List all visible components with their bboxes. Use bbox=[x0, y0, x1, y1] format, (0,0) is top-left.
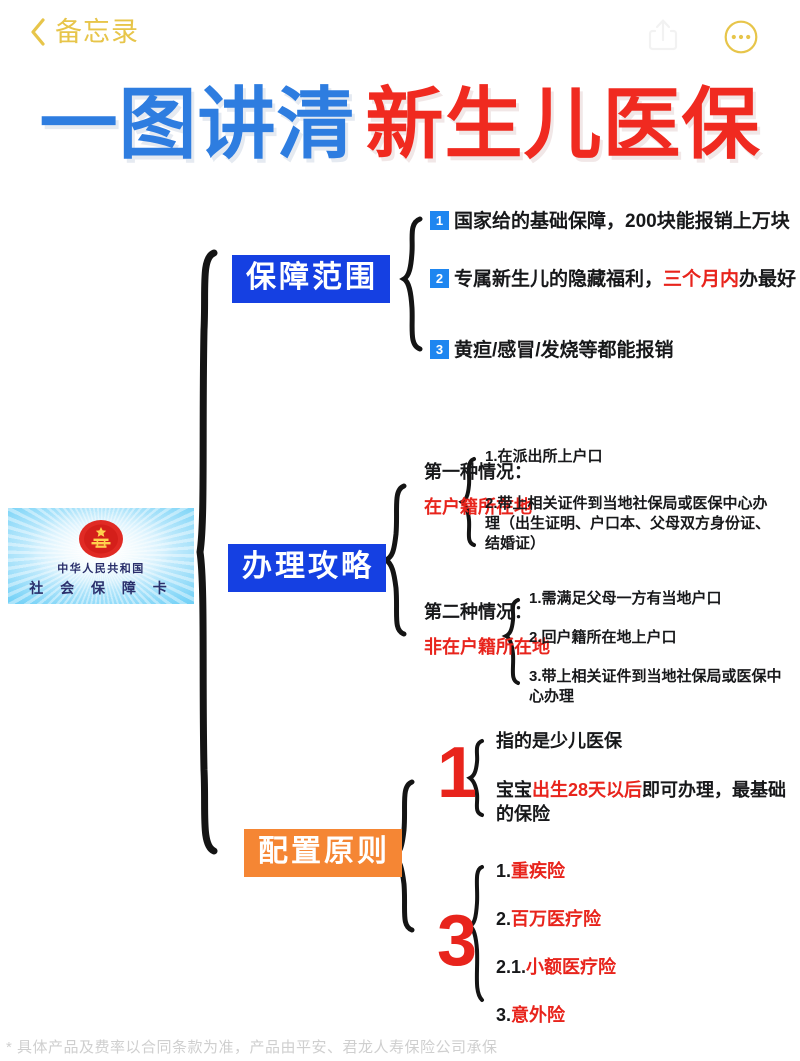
principle-1-item-1: 指的是少儿医保 bbox=[496, 731, 622, 751]
principle-3-item-1-index: 1. bbox=[496, 861, 512, 881]
back-button-label: 备忘录 bbox=[55, 16, 139, 47]
case-2-title: 第二种情况： bbox=[424, 602, 532, 622]
page-title-blue: 一图讲清 bbox=[39, 80, 356, 170]
back-button[interactable]: 备忘录 bbox=[30, 18, 139, 46]
section-chip-howto[interactable]: 办理攻略 bbox=[228, 544, 386, 592]
case-2-step-2: 2.回户籍所在地上户口 bbox=[529, 629, 677, 646]
case-2-subtitle: 非在户籍所在地 bbox=[424, 637, 550, 657]
scope-item-2-highlight: 三个月内 bbox=[663, 269, 740, 290]
badge-3: 3 bbox=[430, 340, 449, 359]
app-header: 备忘录 bbox=[0, 0, 800, 78]
principle-1-item-2: 宝宝出生28天以后即可办理，最基础的保险 bbox=[496, 779, 788, 827]
case-1-step-2: 2.带上相关证件到当地社保局或医保中心办理（出生证明、户口本、父母双方身份证、结… bbox=[485, 495, 771, 552]
section-chip-principle[interactable]: 配置原则 bbox=[244, 829, 402, 877]
principle-1-item-2-b: 即可办理，最基础的保险 bbox=[496, 780, 787, 824]
case-2-step-1: 1.需满足父母一方有当地户口 bbox=[529, 590, 722, 607]
case-1-step-1: 1.在派出所上户口 bbox=[485, 448, 603, 465]
national-emblem-icon bbox=[79, 520, 123, 558]
page-title-red: 新生儿医保 bbox=[365, 80, 761, 170]
badge-2: 2 bbox=[430, 269, 449, 288]
principle-3-item-4-label: 意外险 bbox=[511, 1005, 566, 1025]
principle-3-item-2-index: 2. bbox=[496, 909, 512, 929]
scope-item-3-text: 黄疸/感冒/发烧等都能报销 bbox=[454, 340, 674, 361]
social-security-card-image: 中华人民共和国 社 会 保 障 卡 bbox=[8, 508, 194, 604]
principle-3-item-4-index: 3. bbox=[496, 1005, 512, 1025]
principle-3-item-3: 2.1.小额医疗险 bbox=[496, 956, 616, 980]
case-2-step-3: 3.带上相关证件到当地社保局或医保中心办理 bbox=[529, 668, 782, 705]
principle-3-item-1-label: 重疾险 bbox=[511, 861, 566, 881]
share-icon[interactable] bbox=[648, 18, 678, 52]
principle-3-item-2: 2.百万医疗险 bbox=[496, 908, 601, 932]
badge-1: 1 bbox=[430, 211, 449, 230]
principle-3-item-2-label: 百万医疗险 bbox=[511, 909, 602, 929]
scope-item-2-text-b: 办最好 bbox=[739, 269, 797, 290]
principle-1-item-2-highlight: 出生28天以后 bbox=[532, 780, 643, 800]
footnote-disclaimer: * 具体产品及费率以合同条款为准，产品由平安、君龙人寿保险公司承保 bbox=[6, 1039, 498, 1056]
more-ellipsis-icon[interactable] bbox=[724, 20, 758, 54]
principle-3-item-3-index: 2.1. bbox=[496, 957, 527, 977]
scope-item-1: 1 国家给的基础保障，200块能报销上万块 bbox=[430, 209, 790, 234]
principle-group-1-numeral: 1 bbox=[437, 733, 478, 813]
scope-item-2: 2 专属新生儿的隐藏福利，三个月内办最好 bbox=[430, 267, 796, 292]
case-1-subtitle: 在户籍所在地 bbox=[424, 497, 532, 517]
page-title: 一图讲清新生儿医保 bbox=[0, 86, 800, 164]
principle-3-item-4: 3.意外险 bbox=[496, 1004, 565, 1028]
principle-group-3-numeral: 3 bbox=[437, 901, 478, 981]
scope-item-2-text-a: 专属新生儿的隐藏福利， bbox=[454, 269, 664, 290]
case-1-title: 第一种情况： bbox=[424, 462, 532, 482]
card-country-text: 中华人民共和国 bbox=[57, 562, 145, 575]
principle-1-item-2-a: 宝宝 bbox=[496, 780, 532, 800]
principle-3-item-1: 1.重疾险 bbox=[496, 860, 565, 884]
section-chip-scope[interactable]: 保障范围 bbox=[232, 255, 390, 303]
scope-item-1-text: 国家给的基础保障，200块能报销上万块 bbox=[454, 211, 790, 232]
scope-item-3: 3 黄疸/感冒/发烧等都能报销 bbox=[430, 338, 674, 363]
chevron-left-icon bbox=[31, 18, 45, 46]
card-title-text: 社 会 保 障 卡 bbox=[29, 581, 173, 597]
principle-3-item-3-label: 小额医疗险 bbox=[526, 957, 617, 977]
